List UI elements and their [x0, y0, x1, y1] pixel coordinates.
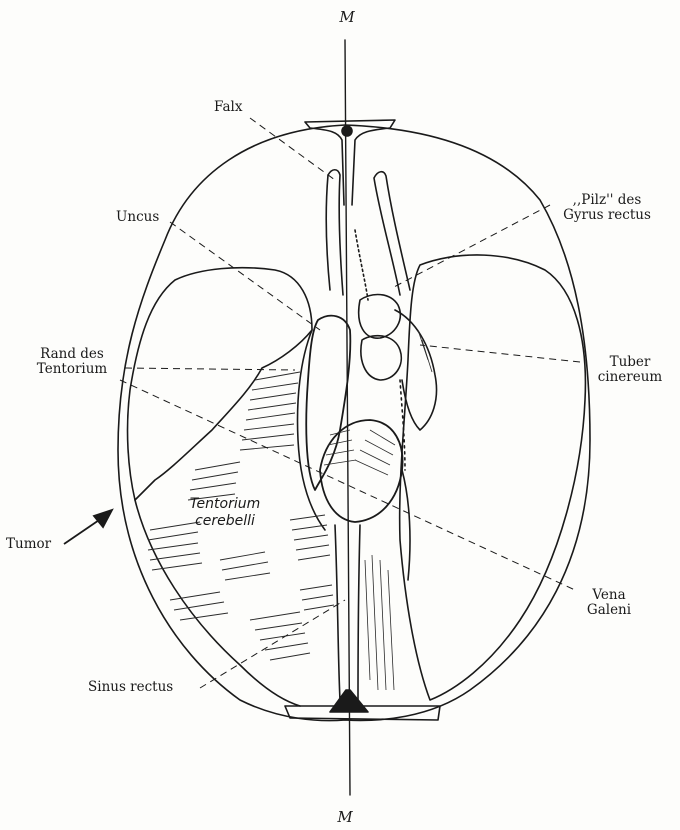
- midline-axis: [345, 40, 350, 795]
- sinus-rectus-channel: [335, 525, 360, 700]
- uncus-mass: [306, 316, 350, 490]
- label-sinus-rectus: Sinus rectus: [88, 680, 173, 695]
- gyrus-rectus-right: [374, 172, 410, 295]
- label-pilz-line2: Gyrus rectus: [548, 208, 666, 223]
- leader-uncus: [170, 222, 320, 330]
- shading-strokes: [324, 330, 432, 690]
- label-rand-line2: Tentorium: [22, 362, 122, 377]
- axis-label-bottom: M: [333, 810, 357, 825]
- leader-tuber: [420, 345, 580, 362]
- label-pilz-line1: ,,Pilz'' des: [548, 193, 666, 208]
- label-tentorium-cerebelli: Tentorium cerebelli: [180, 496, 270, 530]
- falx-dot: [342, 126, 352, 136]
- tentorium-edge: [298, 330, 325, 530]
- label-tuber-line1: Tuber: [590, 355, 670, 370]
- label-rand-des-tentorium: Rand des Tentorium: [22, 347, 122, 377]
- leader-rand: [125, 368, 295, 370]
- leader-lines: [120, 118, 580, 688]
- label-pilz: ,,Pilz'' des Gyrus rectus: [548, 193, 666, 223]
- label-tumor: Tumor: [6, 537, 51, 552]
- label-tentorium-line1: Tentorium: [180, 496, 270, 513]
- label-tentorium-line2: cerebelli: [180, 513, 270, 530]
- label-falx: Falx: [214, 100, 242, 115]
- label-uncus: Uncus: [116, 210, 159, 225]
- label-tuber-line2: cinereum: [590, 370, 670, 385]
- leader-sinus: [200, 600, 345, 688]
- brainstem: [320, 420, 403, 522]
- label-tuber-cinereum: Tuber cinereum: [590, 355, 670, 385]
- axis-label-top: M: [335, 10, 359, 25]
- label-vena-line2: Galeni: [574, 603, 644, 618]
- label-rand-line1: Rand des: [22, 347, 122, 362]
- torcular: [330, 690, 368, 712]
- label-vena-line1: Vena: [574, 588, 644, 603]
- label-vena-galeni: Vena Galeni: [574, 588, 644, 618]
- gyrus-rectus-left: [326, 170, 343, 295]
- right-temporal-lobe: [400, 255, 586, 700]
- tumor-arrow: [64, 510, 112, 544]
